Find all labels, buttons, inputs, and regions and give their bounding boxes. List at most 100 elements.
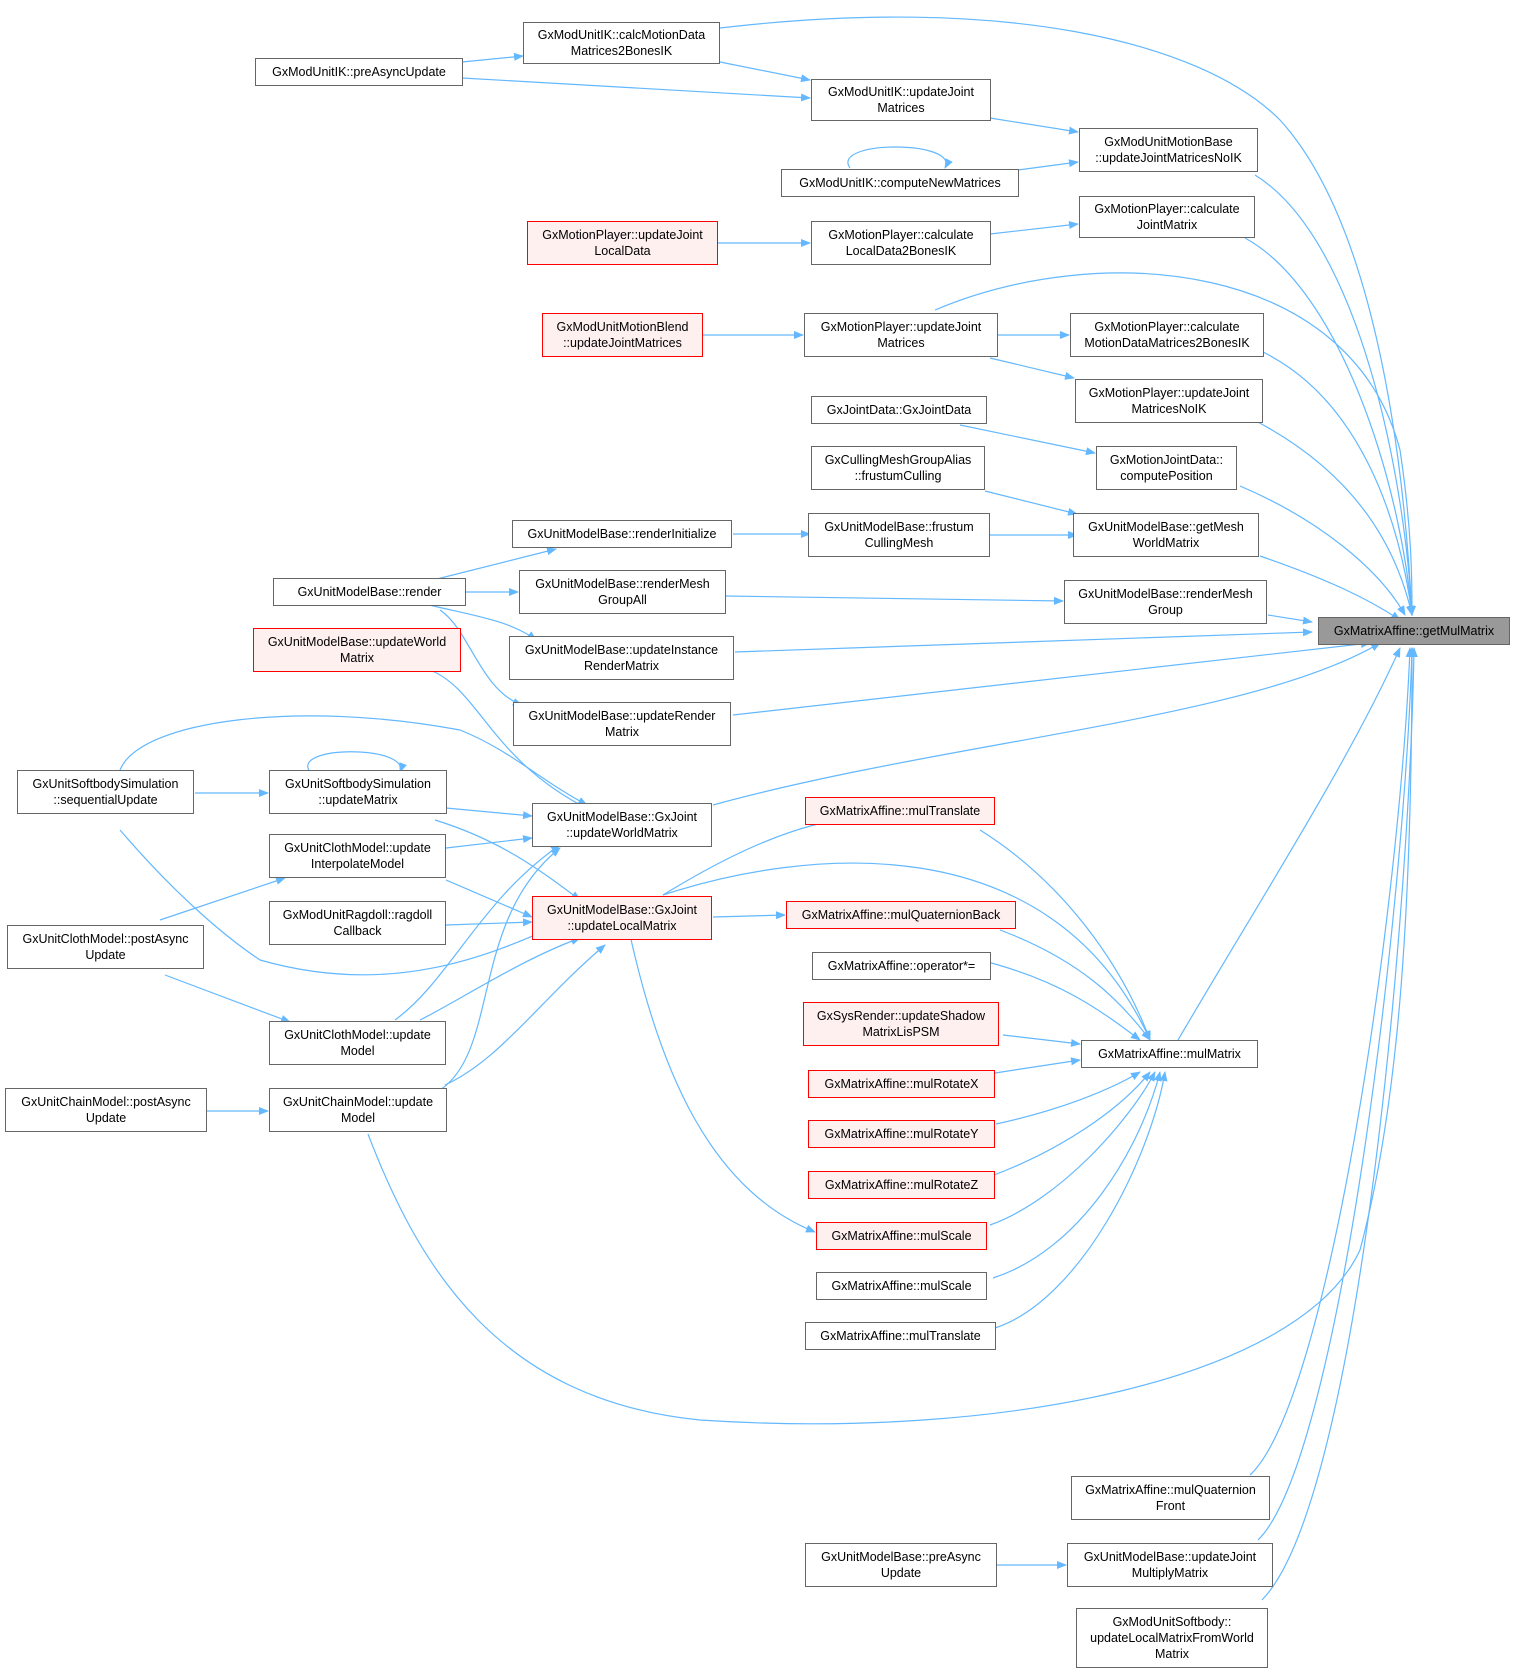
- edge: [1267, 614, 1313, 625]
- edge: [712, 911, 786, 920]
- node-update-joint-local-data[interactable]: GxMotionPlayer::updateJoint LocalData: [527, 221, 718, 265]
- edge: [934, 272, 1416, 616]
- node-sequential-update[interactable]: GxUnitSoftbodySimulation ::sequentialUpd…: [17, 770, 194, 814]
- node-mul-rotate-y[interactable]: GxMatrixAffine::mulRotateY: [808, 1120, 995, 1148]
- node-render-initialize[interactable]: GxUnitModelBase::renderInitialize: [512, 520, 732, 548]
- edge: [719, 16, 1416, 616]
- edge: [1249, 647, 1414, 1476]
- node-preasync-update-model[interactable]: GxUnitModelBase::preAsync Update: [805, 1543, 997, 1587]
- node-calculate-local-data-2bones-ik[interactable]: GxMotionPlayer::calculate LocalData2Bone…: [811, 221, 991, 265]
- node-chain-post-async-update[interactable]: GxUnitChainModel::postAsync Update: [5, 1088, 207, 1132]
- edge: [424, 603, 537, 641]
- edge: [445, 879, 533, 918]
- edge: [119, 715, 588, 806]
- node-calc-motion-data[interactable]: GxModUnitIK::calcMotionData Matrices2Bon…: [523, 22, 720, 64]
- edge: [1259, 555, 1401, 621]
- edge: [307, 751, 407, 773]
- node-motion-blend-update-joint-matrices[interactable]: GxModUnitMotionBlend ::updateJointMatric…: [542, 313, 703, 357]
- node-mul-quaternion-back[interactable]: GxMatrixAffine::mulQuaternionBack: [786, 901, 1016, 929]
- node-get-mesh-world-matrix[interactable]: GxUnitModelBase::getMesh WorldMatrix: [1073, 513, 1259, 557]
- edge: [994, 1071, 1168, 1329]
- edge: [1239, 485, 1406, 616]
- edge: [445, 835, 533, 849]
- node-calc-motion-data-matrices-2bones-ik[interactable]: GxMotionPlayer::calculate MotionDataMatr…: [1070, 313, 1264, 357]
- node-preasync-update-ik[interactable]: GxModUnitIK::preAsyncUpdate: [255, 58, 463, 86]
- edge: [164, 974, 291, 1023]
- edge: [1244, 237, 1416, 616]
- edge: [993, 1071, 1151, 1176]
- edge: [984, 490, 1078, 516]
- edge: [1002, 1034, 1081, 1047]
- edge: [1253, 419, 1414, 616]
- node-cloth-update-model[interactable]: GxUnitClothModel::update Model: [269, 1021, 446, 1065]
- edge: [662, 862, 1151, 1041]
- node-cloth-update-interpolate-model[interactable]: GxUnitClothModel::update InterpolateMode…: [269, 834, 446, 878]
- node-softbody-update-local-matrix[interactable]: GxModUnitSoftbody:: updateLocalMatrixFro…: [1076, 1608, 1268, 1668]
- node-update-joint-matrices-ik[interactable]: GxModUnitIK::updateJoint Matrices: [811, 79, 991, 121]
- edge: [992, 1071, 1162, 1279]
- node-mul-translate-red[interactable]: GxMatrixAffine::mulTranslate: [805, 797, 995, 825]
- edge: [1262, 351, 1415, 616]
- node-mp-update-joint-matrices[interactable]: GxMotionPlayer::updateJoint Matrices: [804, 313, 998, 357]
- node-mul-translate[interactable]: GxMatrixAffine::mulTranslate: [805, 1322, 996, 1350]
- node-softbody-update-matrix[interactable]: GxUnitSoftbodySimulation ::updateMatrix: [269, 770, 447, 814]
- edge: [1177, 647, 1401, 1041]
- node-mul-matrix[interactable]: GxMatrixAffine::mulMatrix: [1081, 1040, 1258, 1068]
- node-mul-quaternion-front[interactable]: GxMatrixAffine::mulQuaternion Front: [1071, 1476, 1270, 1520]
- edge: [445, 918, 533, 927]
- node-update-world-matrix[interactable]: GxUnitModelBase::updateWorld Matrix: [253, 628, 461, 672]
- node-update-joint-matrices-noik[interactable]: GxModUnitMotionBase ::updateJointMatrice…: [1079, 128, 1258, 172]
- edge: [959, 424, 1096, 456]
- edge: [461, 52, 524, 63]
- node-compute-new-matrices[interactable]: GxModUnitIK::computeNewMatrices: [781, 169, 1019, 197]
- node-joint-data-ctor[interactable]: GxJointData::GxJointData: [811, 396, 987, 424]
- node-operator-mul-eq[interactable]: GxMatrixAffine::operator*=: [812, 952, 991, 980]
- edge: [445, 807, 533, 820]
- edge: [989, 1071, 1156, 1226]
- node-compute-position[interactable]: GxMotionJointData:: computePosition: [1096, 446, 1237, 490]
- edge: [847, 146, 953, 169]
- node-render-mesh-group-all[interactable]: GxUnitModelBase::renderMesh GroupAll: [519, 570, 726, 614]
- edge: [712, 642, 1381, 806]
- node-frustum-culling-mesh[interactable]: GxUnitModelBase::frustum CullingMesh: [808, 513, 990, 557]
- node-mul-rotate-z[interactable]: GxMatrixAffine::mulRotateZ: [808, 1171, 995, 1199]
- edge: [1257, 647, 1416, 1541]
- edge: [1254, 174, 1416, 616]
- node-update-shadow-matrix-lispsm[interactable]: GxSysRender::updateShadow MatrixLisPSM: [803, 1002, 999, 1046]
- node-update-joint-multiply-matrix[interactable]: GxUnitModelBase::updateJoint MultiplyMat…: [1067, 1543, 1273, 1587]
- edge: [994, 1057, 1081, 1074]
- node-update-render-matrix[interactable]: GxUnitModelBase::updateRender Matrix: [513, 702, 731, 746]
- edge: [724, 595, 1064, 605]
- edge: [159, 877, 286, 921]
- edge: [979, 959, 1141, 1041]
- edge: [1261, 647, 1418, 1601]
- node-render[interactable]: GxUnitModelBase::render: [273, 578, 466, 606]
- node-mul-scale-red[interactable]: GxMatrixAffine::mulScale: [816, 1222, 987, 1250]
- edge: [989, 357, 1075, 380]
- edge: [119, 829, 571, 976]
- node-joint-update-local-matrix[interactable]: GxUnitModelBase::GxJoint ::updateLocalMa…: [532, 896, 712, 940]
- edge: [719, 61, 811, 83]
- node-mul-scale[interactable]: GxMatrixAffine::mulScale: [816, 1272, 987, 1300]
- node-joint-update-world-matrix[interactable]: GxUnitModelBase::GxJoint ::updateWorldMa…: [532, 803, 712, 847]
- node-calculate-joint-matrix[interactable]: GxMotionPlayer::calculate JointMatrix: [1079, 196, 1255, 238]
- node-ragdoll-callback[interactable]: GxModUnitRagdoll::ragdoll Callback: [269, 901, 446, 945]
- node-frustum-culling[interactable]: GxCullingMeshGroupAlias ::frustumCulling: [811, 446, 985, 490]
- edge: [989, 221, 1079, 235]
- node-chain-update-model[interactable]: GxUnitChainModel::update Model: [269, 1088, 447, 1132]
- node-mp-update-joint-matrices-noik[interactable]: GxMotionPlayer::updateJoint MatricesNoIK: [1075, 379, 1263, 423]
- edge: [989, 117, 1079, 135]
- node-render-mesh-group[interactable]: GxUnitModelBase::renderMesh Group: [1064, 580, 1267, 624]
- edge: [461, 77, 811, 102]
- node-cloth-post-async-update[interactable]: GxUnitClothModel::postAsync Update: [7, 925, 204, 969]
- edge: [732, 640, 1371, 716]
- edge: [419, 937, 581, 1021]
- edge: [999, 929, 1151, 1041]
- node-get-mul-matrix: GxMatrixAffine::getMulMatrix: [1318, 617, 1510, 645]
- edge: [995, 1071, 1141, 1125]
- edge: [1017, 159, 1079, 171]
- node-mul-rotate-x[interactable]: GxMatrixAffine::mulRotateX: [808, 1070, 995, 1098]
- edge: [734, 628, 1313, 653]
- node-update-instance-render-matrix[interactable]: GxUnitModelBase::updateInstance RenderMa…: [509, 636, 734, 680]
